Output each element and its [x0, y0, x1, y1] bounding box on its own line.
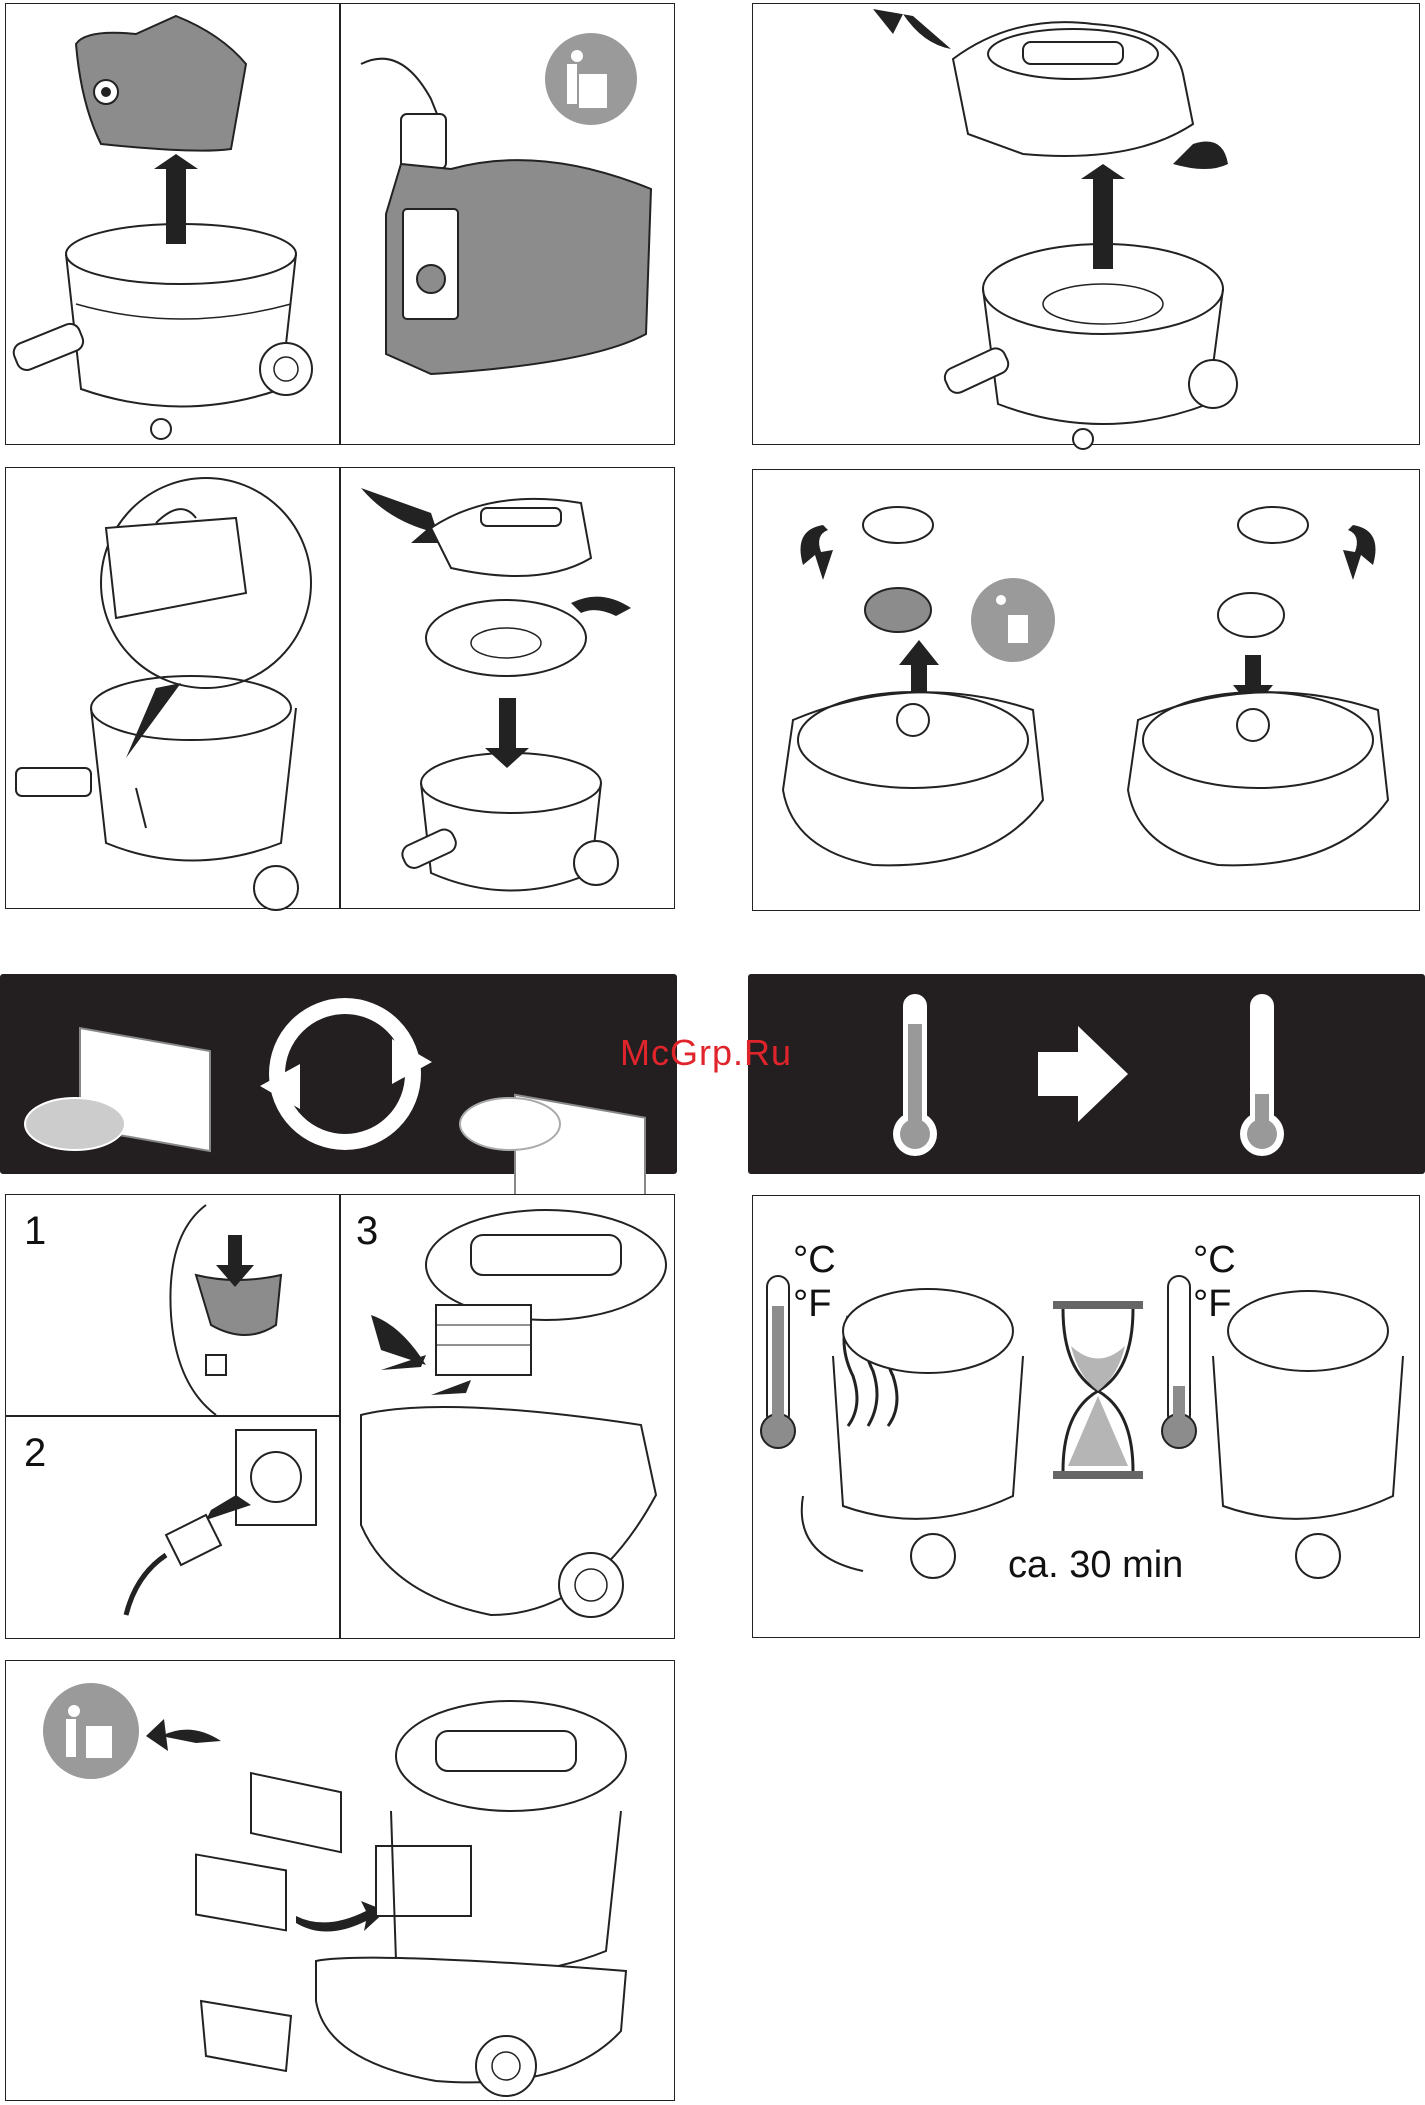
lid-remove-illustration — [753, 4, 1421, 444]
panel-remove-lid — [752, 3, 1420, 445]
bag-lift-illustration — [6, 4, 336, 444]
thermometer-icon — [1162, 1276, 1196, 1448]
unplug-illustration — [6, 1415, 340, 1640]
power-switch-illustration — [6, 1195, 340, 1415]
panel-switch-off-steps: 1 2 3 — [5, 1194, 675, 1639]
hourglass-icon — [1053, 1301, 1143, 1479]
watermark: McGrp.Ru — [620, 1032, 792, 1074]
arrow-right-icon — [1038, 1026, 1128, 1122]
rotate-arrows-icon — [260, 1006, 432, 1142]
thermometer-icon — [893, 994, 937, 1156]
panel-cooling-time: °C °F °C °F ca. 30 min — [752, 1195, 1420, 1638]
panel-insert-filter — [5, 467, 675, 909]
filter-install-illustration — [341, 468, 677, 908]
filter-detail-illustration — [6, 468, 336, 908]
disc-filter-illustration — [753, 470, 1421, 910]
filter-change-band — [0, 974, 677, 1174]
bag-dispose-illustration — [341, 4, 677, 444]
air-outlet-illustration — [341, 1195, 675, 1640]
temperature-drop-illustration — [748, 974, 1425, 1174]
cooling-illustration — [753, 1196, 1421, 1639]
thermometer-icon — [1240, 994, 1284, 1156]
panel-replace-disc-filter — [752, 469, 1420, 911]
exhaust-filter-illustration — [6, 1661, 676, 2102]
cooling-band — [748, 974, 1425, 1174]
filter-swap-illustration — [0, 974, 677, 1174]
thermometer-icon — [761, 1276, 795, 1448]
panel-remove-bag — [5, 3, 675, 445]
panel-exhaust-filter — [5, 1660, 675, 2101]
